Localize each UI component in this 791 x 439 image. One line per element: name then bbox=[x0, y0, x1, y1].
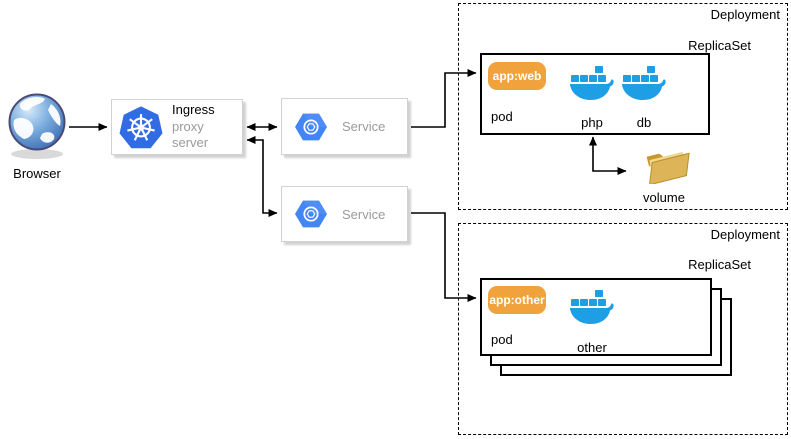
browser-label: Browser bbox=[13, 166, 61, 181]
pod-label: pod bbox=[491, 332, 513, 347]
ingress-subtitle: proxy server bbox=[172, 118, 209, 151]
pod-other: app:other pod other bbox=[480, 278, 712, 356]
browser-node: Browser bbox=[5, 92, 69, 181]
ingress-title: Ingress bbox=[172, 101, 215, 117]
replicaset-label: ReplicaSet bbox=[688, 257, 751, 272]
kubernetes-wheel-icon bbox=[119, 105, 163, 148]
volume-label: volume bbox=[643, 190, 685, 205]
replicaset-label: ReplicaSet bbox=[688, 38, 751, 53]
pod-badge: app:other bbox=[488, 286, 546, 314]
container-label-db: db bbox=[636, 115, 652, 130]
browser-globe-icon bbox=[8, 93, 66, 159]
service-hexagon-icon bbox=[295, 113, 327, 140]
service-hexagon-icon bbox=[295, 200, 327, 228]
deployment-label: Deployment bbox=[710, 227, 780, 242]
pod-badge: app:web bbox=[488, 62, 546, 90]
pod-web: app:web bbox=[480, 53, 710, 135]
container-label-php: php bbox=[581, 115, 603, 130]
arrow-ingress-service2 bbox=[246, 136, 278, 217]
deployment-2: Deployment ReplicaSet app:other pod othe… bbox=[458, 223, 788, 435]
service-label: Service bbox=[342, 206, 386, 222]
container-label-other: other bbox=[577, 340, 607, 355]
deployment-1: Deployment ReplicaSet app:web bbox=[458, 3, 788, 210]
deployment-label: Deployment bbox=[710, 7, 780, 22]
docker-whale-icon bbox=[622, 66, 666, 101]
service-label: Service bbox=[342, 119, 386, 134]
pod-label: pod bbox=[491, 109, 513, 124]
ingress-node: Ingress proxy server bbox=[111, 99, 243, 155]
service-node-2: Service bbox=[281, 186, 408, 242]
folder-volume-icon bbox=[646, 151, 690, 184]
docker-whale-icon bbox=[570, 66, 614, 101]
service-node-1: Service bbox=[281, 98, 408, 155]
docker-whale-icon bbox=[570, 290, 614, 325]
